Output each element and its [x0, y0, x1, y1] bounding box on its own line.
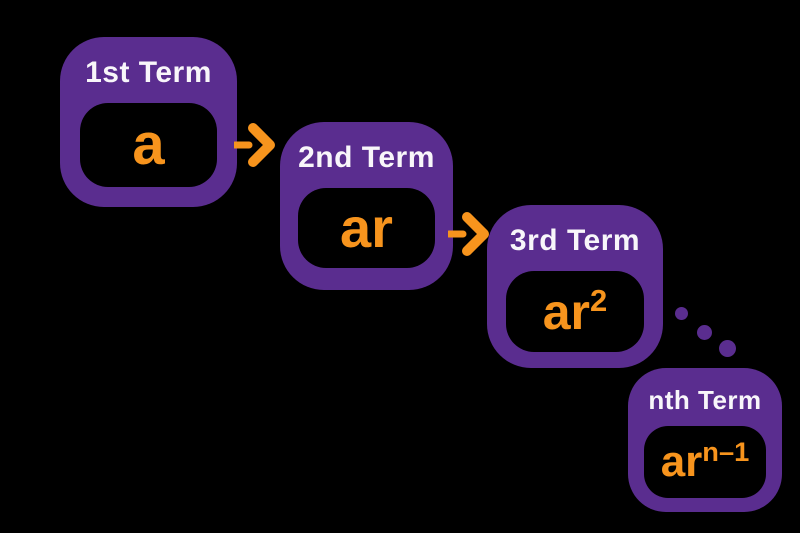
term-card-1: 1st Term a — [60, 37, 237, 207]
term-card-3: 3rd Term ar2 — [487, 205, 663, 368]
formula-base: ar — [542, 283, 590, 340]
ellipsis-dot-icon — [719, 340, 736, 357]
formula-box: ar2 — [506, 271, 644, 352]
term-card-2: 2nd Term ar — [280, 122, 453, 290]
formula-base: ar — [660, 437, 703, 486]
formula-base: a — [132, 112, 165, 177]
arrow-right-icon — [234, 123, 275, 167]
formula: ar2 — [542, 283, 608, 340]
term-label: 3rd Term — [509, 224, 641, 257]
arrow-right-icon — [448, 212, 489, 256]
formula: ar — [340, 200, 393, 256]
formula-box: a — [80, 103, 217, 187]
ellipsis-dot-icon — [697, 325, 712, 340]
formula-exponent: 2 — [590, 283, 608, 319]
formula-exponent: n–1 — [702, 436, 750, 467]
term-label: nth Term — [648, 384, 762, 415]
term-label: 2nd Term — [298, 141, 435, 174]
formula: arn–1 — [660, 437, 750, 486]
formula: a — [132, 116, 164, 174]
term-card-n: nth Term arn–1 — [628, 368, 782, 512]
term-label: 1st Term — [85, 56, 212, 89]
formula-base: ar — [340, 196, 393, 259]
formula-box: ar — [298, 188, 435, 268]
formula-box: arn–1 — [644, 426, 766, 498]
ellipsis-dot-icon — [675, 307, 688, 320]
